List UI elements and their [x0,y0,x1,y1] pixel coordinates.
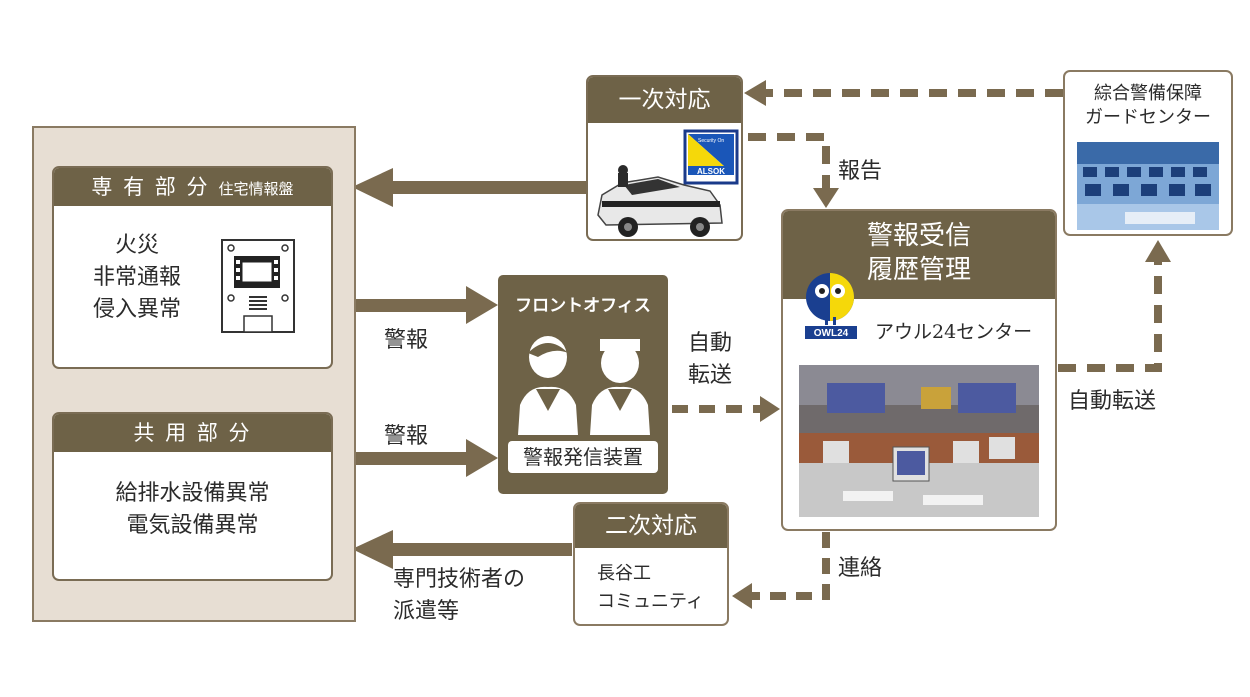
primary-response-box: 一次対応 ALSOK Security On [586,75,743,241]
secondary-response-title: 二次対応 [575,504,727,548]
label-alarm-common: 警報 [384,424,429,449]
arrow-owl-to-guard-head [1145,240,1171,262]
arrow-contact-head [732,583,752,609]
front-office-title: フロントオフィス [515,296,651,316]
alsok-logo [683,129,739,185]
arrow-secondary-to-panel [352,530,572,569]
private-section-header: 専 有 部 分 住宅情報盤 [54,168,331,206]
owl-center-box: 警報受信 履歴管理 OWL24 [781,209,1057,531]
arrow-report-head [813,188,839,208]
secondary-body-line2: コミュニティ [597,591,704,612]
arrow-private-to-front [355,286,498,324]
common-item: 給排水設備異常 [115,481,270,506]
intercom-panel-icon [221,239,295,333]
owl-center-title-line1: 警報受信 [866,221,971,251]
label-auto-transfer-right: 自動転送 [1068,389,1157,414]
arrow-contact [752,532,830,600]
alarm-device-label: 警報発信装置 [508,441,658,473]
alsok-logo-text: ALSOK [697,167,725,176]
common-section-box: 共 用 部 分 給排水設備異常 電気設備異常 [52,412,333,581]
private-item: 火災 [114,233,159,258]
owl24-logo-text: OWL24 [814,328,849,339]
private-item: 侵入異常 [92,297,181,322]
secondary-body-line1: 長谷工 [597,563,651,584]
label-alarm-private: 警報 [384,328,429,353]
arrow-common-to-front [355,439,498,477]
common-items: 給排水設備異常 電気設備異常 [54,478,331,542]
label-auto-transfer-line1: 自動 [688,331,733,356]
secondary-response-box: 二次対応 長谷工 コミュニティ [573,502,729,626]
arrow-guard-to-primary-head [744,80,766,106]
label-dispatch-line1: 専門技術者の [393,567,526,592]
owl-center-name: アウル24センター [875,321,1033,343]
guard-center-photo [1077,142,1219,230]
patrol-car-icon [597,165,723,237]
arrow-primary-to-private [352,168,586,207]
private-header-sub: 住宅情報盤 [218,180,294,198]
arrow-report [748,133,830,188]
private-item: 非常通報 [92,265,181,290]
owl-icon [805,273,857,339]
guard-center-title: 綜合警備保障 ガードセンター [1065,82,1231,130]
label-auto-transfer-middle: 自動 転送 [688,328,732,392]
secondary-response-body: 長谷工 コミュニティ [597,560,704,616]
guard-center-title-line1: 綜合警備保障 [1094,83,1202,104]
label-dispatch: 専門技術者の 派遣等 [393,564,525,628]
arrow-front-to-owl-head [760,396,780,422]
guard-center-title-line2: ガードセンター [1085,107,1211,128]
label-dispatch-line2: 派遣等 [393,599,460,624]
label-contact: 連絡 [838,556,883,581]
owl24-logo-and-photo: OWL24 [799,273,1039,517]
private-items: 火災 非常通報 侵入異常 [62,230,212,326]
front-office-box: フロントオフィス 警報発信装置 [498,275,668,494]
label-report: 報告 [838,159,883,184]
security-car-image: ALSOK Security On [597,129,739,237]
private-header-main: 専 有 部 分 [91,175,210,199]
staff-figures-icon [518,336,650,435]
primary-response-title: 一次対応 [588,77,741,123]
guard-center-box: 綜合警備保障 ガードセンター [1063,70,1233,236]
alsok-logo-small: Security On [698,138,724,144]
control-room-photo [799,365,1039,517]
common-section-header: 共 用 部 分 [54,414,331,452]
label-auto-transfer-line2: 転送 [688,363,733,388]
private-section-box: 専 有 部 分 住宅情報盤 火災 非常通報 侵入異常 [52,166,333,369]
common-item: 電気設備異常 [126,513,259,538]
arrow-owl-to-guard [1058,262,1162,372]
owl-center-title-line2: 履歴管理 [866,255,971,285]
